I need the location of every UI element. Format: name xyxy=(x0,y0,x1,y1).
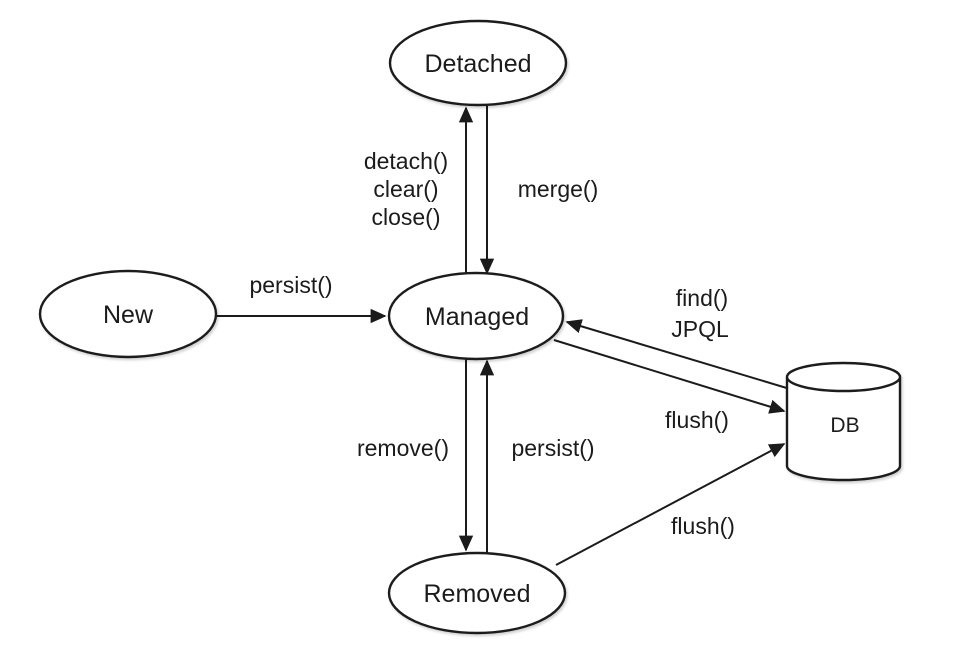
node-db xyxy=(785,361,902,482)
edge-removed-to-managed: persist() xyxy=(479,359,595,553)
edge-managed-to-detached-label-3: close() xyxy=(371,204,440,230)
node-managed-label: Managed xyxy=(425,303,529,331)
edge-managed-to-db-label: flush() xyxy=(665,407,729,433)
node-detached xyxy=(388,19,568,107)
edge-removed-to-db-line xyxy=(555,443,786,566)
edge-removed-to-db-label: flush() xyxy=(671,513,735,539)
edge-managed-to-db-line xyxy=(553,339,786,414)
edge-managed-to-detached-label-2: clear() xyxy=(373,176,438,202)
node-detached-label: Detached xyxy=(424,50,531,78)
edge-new-to-managed: persist() xyxy=(217,272,387,324)
edge-db-to-managed: find() JPQL xyxy=(565,285,791,390)
edge-removed-to-db: flush() xyxy=(555,443,786,566)
node-new-label: New xyxy=(103,301,154,329)
node-removed-label: Removed xyxy=(424,580,531,608)
edge-managed-to-removed-label: remove() xyxy=(357,435,449,461)
detached-ellipse xyxy=(388,19,568,107)
db-cylinder-body xyxy=(785,377,902,482)
managed-ellipse xyxy=(387,271,565,361)
edge-db-to-managed-label-1: find() xyxy=(676,285,728,311)
edge-db-to-managed-line xyxy=(565,319,791,390)
edge-managed-to-db: flush() xyxy=(553,339,786,433)
edge-managed-to-detached-label-1: detach() xyxy=(364,148,448,174)
edge-detached-to-managed: merge() xyxy=(479,105,599,275)
edge-db-to-managed-label-2: JPQL xyxy=(671,316,729,342)
node-new xyxy=(38,269,218,359)
edge-managed-to-removed: remove() xyxy=(357,359,474,552)
edge-managed-to-detached: detach() clear() close() xyxy=(364,106,474,279)
new-ellipse xyxy=(38,269,218,359)
node-managed xyxy=(387,271,565,361)
removed-ellipse xyxy=(387,551,567,635)
node-db-label: DB xyxy=(830,414,859,437)
edge-removed-to-managed-label: persist() xyxy=(511,435,594,461)
edge-detached-to-managed-label: merge() xyxy=(518,176,599,202)
db-cylinder-top xyxy=(785,361,902,393)
node-removed xyxy=(387,551,567,635)
edge-new-to-managed-label: persist() xyxy=(249,272,332,298)
